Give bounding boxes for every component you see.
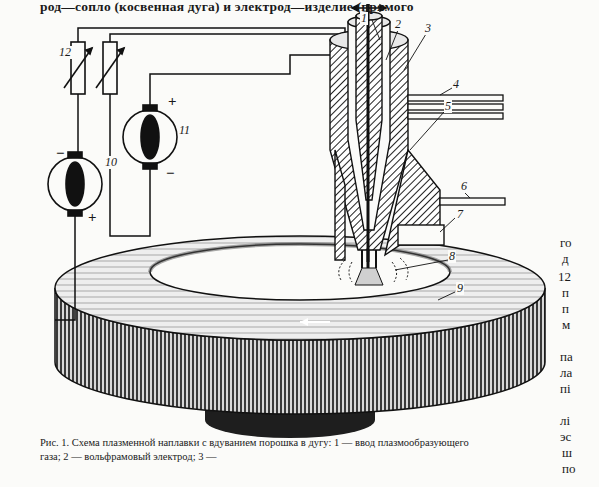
polarity-sign: − <box>56 146 65 162</box>
wire <box>55 10 368 320</box>
cut-text: 12 <box>558 270 571 284</box>
cut-text: эс <box>560 430 571 444</box>
resistor-symbol <box>64 42 124 94</box>
cut-text: ш <box>562 446 572 460</box>
ring-workpiece <box>55 236 545 414</box>
cut-text: п <box>562 286 569 300</box>
callout-number: 3 <box>424 22 432 35</box>
callout-number: 4 <box>452 78 460 91</box>
cut-text: лі <box>560 414 570 428</box>
cut-text: го <box>560 236 572 250</box>
cut-text: ла <box>560 366 572 380</box>
cut-text: д <box>562 252 569 266</box>
callout-number: 11 <box>178 124 191 137</box>
callout-number: 8 <box>448 250 456 263</box>
callout-number: 2 <box>394 18 402 31</box>
cut-text: м <box>562 318 570 332</box>
generator-symbol <box>48 105 177 216</box>
body-text: род—сопло (косвенная дуга) и электрод—из… <box>40 0 414 14</box>
callout-number: 9 <box>456 282 464 295</box>
cut-text: по <box>562 462 575 476</box>
pipe <box>408 95 505 205</box>
polarity-sign: + <box>88 210 97 226</box>
powder-stream <box>339 258 408 285</box>
callout-number: 10 <box>104 156 118 169</box>
figure-caption: Рис. 1. Схема плазменной наплавки с вдув… <box>40 436 472 463</box>
callout-number: 1 <box>360 12 368 25</box>
callout-number: 12 <box>58 46 72 59</box>
cut-text: па <box>560 350 573 364</box>
cut-text: п <box>562 302 569 316</box>
callout-number: 6 <box>460 180 468 193</box>
callout-number: 7 <box>456 208 464 221</box>
callout-number: 5 <box>444 100 452 113</box>
cut-text: пі <box>560 382 571 396</box>
polarity-sign: − <box>166 166 175 182</box>
plasma-torch <box>330 4 444 270</box>
polarity-sign: + <box>168 94 177 110</box>
leader-line <box>372 20 470 300</box>
